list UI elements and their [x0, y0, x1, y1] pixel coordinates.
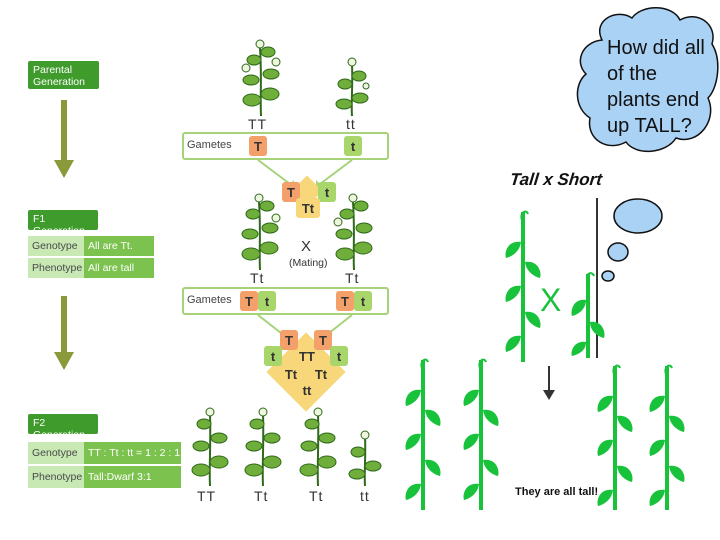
- tall-short-cross-illustration: Tall x Short X: [400, 160, 720, 540]
- tall-plant-icon: [649, 364, 685, 510]
- f2-plant-genotype: TT: [197, 488, 217, 504]
- pea-plant-icon: [244, 407, 282, 486]
- f1-gamete-dominant: T: [282, 182, 300, 202]
- genetics-diagram: Parental Generation F1 Generation F2 Gen…: [28, 39, 389, 504]
- pea-plant-icon: [241, 39, 281, 116]
- f2-phenotype-value: Tall:Dwarf 3:1: [84, 466, 181, 488]
- pea-plant-icon: [299, 407, 337, 486]
- divider-line: [596, 198, 598, 358]
- pea-plant-icon: [348, 430, 382, 486]
- f1-genotype-value: All are Tt.: [84, 236, 154, 256]
- f2-plant-genotype: Tt: [254, 488, 269, 504]
- parent-genotype-tall: TT: [248, 116, 268, 132]
- gamete-chip-recessive: t: [354, 291, 372, 311]
- f1-plant-genotype: Tt: [345, 270, 360, 286]
- cross-symbol: X: [540, 282, 562, 318]
- f1-cross-symbol: X: [301, 238, 312, 255]
- mating-label: (Mating): [289, 257, 328, 269]
- table-row: Genotype TT : Tt : tt = 1 : 2 : 1: [28, 442, 181, 464]
- f1-info-table: Genotype All are Tt. Phenotype All are t…: [28, 236, 154, 280]
- down-arrow-icon: [54, 296, 74, 370]
- table-row: Phenotype Tall:Dwarf 3:1: [28, 466, 181, 488]
- thought-cloud: [576, 7, 719, 282]
- table-row: Phenotype All are tall: [28, 258, 154, 278]
- down-arrow-icon: [54, 100, 74, 178]
- short-plant-icon: [571, 272, 605, 358]
- tall-plant-icon: [405, 358, 441, 510]
- punnett-cell: TT: [299, 348, 315, 364]
- f1-generation-label: F1 Generation: [28, 210, 98, 237]
- punnett-gamete: T: [314, 330, 332, 350]
- gamete-chip-dominant: T: [240, 291, 258, 311]
- thought-question: How did all of the plants end up TALL?: [607, 37, 705, 137]
- table-row: Genotype All are Tt.: [28, 236, 154, 256]
- pea-plant-icon: [241, 193, 281, 270]
- punnett-gamete: t: [264, 346, 282, 366]
- f2-plant-genotype: tt: [360, 488, 370, 504]
- f1-phenotype-key: Phenotype: [28, 258, 84, 278]
- tall-plant-icon: [505, 210, 541, 362]
- f2-plant-genotype: Tt: [309, 488, 324, 504]
- pea-plant-icon: [333, 193, 373, 270]
- f2-genotype-key: Genotype: [28, 442, 84, 464]
- f2-info-table: Genotype TT : Tt : tt = 1 : 2 : 1 Phenot…: [28, 442, 181, 490]
- tall-plant-icon: [597, 364, 633, 510]
- f1-gamete-recessive: t: [318, 182, 336, 202]
- f1-genotype-key: Genotype: [28, 236, 84, 256]
- gametes-label: Gametes: [187, 294, 232, 306]
- punnett-cell: Tt: [314, 366, 328, 382]
- punnett-gamete: T: [280, 330, 298, 350]
- f1-cross-result: Tt: [296, 198, 320, 218]
- down-arrow-icon: [543, 366, 555, 400]
- f2-genotype-value: TT : Tt : tt = 1 : 2 : 1: [84, 442, 181, 464]
- gamete-chip-recessive: t: [258, 291, 276, 311]
- gametes-label: Gametes: [187, 139, 232, 151]
- gamete-chip-recessive: t: [344, 136, 362, 156]
- f2-phenotype-key: Phenotype: [28, 466, 84, 488]
- punnett-cell: tt: [302, 382, 312, 398]
- parent-genotype-short: tt: [346, 116, 356, 132]
- offspring-caption: They are all tall!: [515, 486, 599, 498]
- punnett-cell: Tt: [284, 366, 298, 382]
- gamete-chip-dominant: T: [249, 136, 267, 156]
- f1-phenotype-value: All are tall: [84, 258, 154, 278]
- pea-plant-icon: [191, 407, 229, 486]
- gamete-chip-dominant: T: [336, 291, 354, 311]
- pea-plant-icon: [335, 57, 370, 116]
- parental-generation-label: Parental Generation: [28, 61, 99, 89]
- punnett-gamete: t: [330, 346, 348, 366]
- f1-plant-genotype: Tt: [250, 270, 265, 286]
- tall-plant-icon: [463, 358, 499, 510]
- f2-generation-label: F2 Generation: [28, 414, 98, 441]
